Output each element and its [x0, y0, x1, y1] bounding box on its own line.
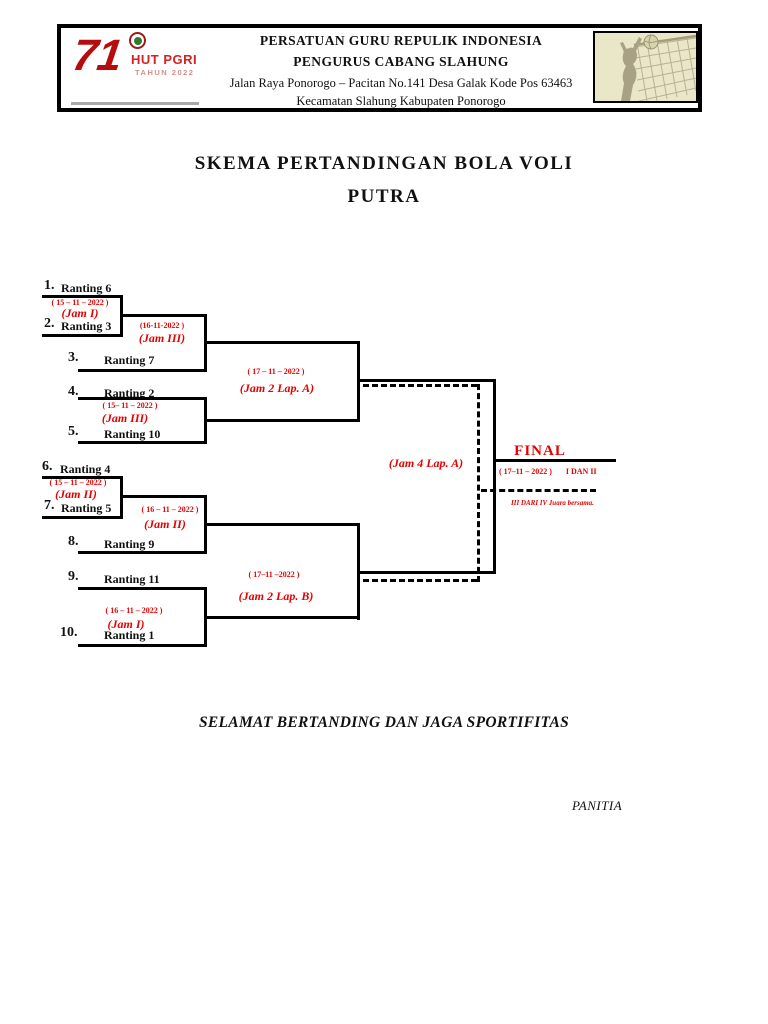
- team-underline: [78, 369, 207, 372]
- bracket-connector: [204, 616, 360, 619]
- match-time: (Jam II): [144, 517, 186, 531]
- signature-label: PANITIA: [572, 798, 623, 813]
- logo-number: 71: [69, 31, 126, 80]
- bracket-connector: [204, 419, 360, 422]
- team-underline: [78, 644, 207, 647]
- final-date: ( 17–11 – 2022 ): [499, 467, 552, 476]
- team-name: Ranting 6: [61, 281, 112, 295]
- bracket-connector: [357, 379, 496, 382]
- logo-title: HUT PGRI: [131, 52, 198, 67]
- team-underline: [78, 587, 207, 590]
- bracket-connector: [120, 314, 207, 317]
- bracket-connector: [357, 571, 496, 574]
- seed-number: 4.: [68, 384, 79, 399]
- page-title-line1: SKEMA PERTANDINGAN BOLA VOLI: [194, 153, 574, 174]
- volleyball-player-illustration: [595, 33, 697, 102]
- seed-number: 3.: [68, 350, 79, 365]
- match-date: ( 16 – 11 – 2022 ): [141, 505, 199, 514]
- match-date: (16-11-2022 ): [139, 321, 185, 330]
- org-name-line1: PERSATUAN GURU REPULIK INDONESIA: [259, 33, 543, 48]
- team-underline: [42, 516, 123, 519]
- match-date: ( 15 – 11 – 2022 ): [51, 298, 109, 307]
- match-date: ( 15 – 11 – 2022 ): [49, 478, 107, 487]
- third-place-dashed-line: [477, 384, 480, 582]
- seed-number: 9.: [68, 569, 79, 584]
- bracket-connector: [204, 341, 360, 344]
- match-time: (Jam 2 Lap. B): [238, 589, 314, 603]
- match-date: ( 15– 11 – 2022 ): [102, 401, 158, 410]
- team-name: Ranting 9: [104, 537, 155, 551]
- team-name: Ranting 5: [61, 501, 112, 515]
- hut-pgri-logo: 71 HUT PGRI TAHUN 2022: [69, 31, 211, 106]
- team-underline: [42, 295, 123, 298]
- closing-message: SELAMAT BERTANDING DAN JAGA SPORTIFITAS: [198, 714, 570, 731]
- org-name-line2: PENGURUS CABANG SLAHUNG: [293, 54, 509, 69]
- team-underline: [78, 551, 207, 554]
- team-name: Ranting 10: [104, 427, 161, 441]
- address-line1: Jalan Raya Ponorogo – Pacitan No.141 Des…: [229, 76, 573, 90]
- seed-number: 2.: [44, 316, 55, 331]
- seed-number: 7.: [44, 498, 55, 513]
- third-place-dashed-line: [363, 579, 477, 582]
- match-date: ( 17–11 –2022 ): [248, 570, 300, 579]
- final-line: [493, 459, 616, 462]
- seed-number: 5.: [68, 424, 79, 439]
- team-underline: [78, 397, 207, 400]
- team-name: Ranting 1: [104, 628, 155, 642]
- third-place-note: III DARI IV Juara bersama.: [511, 499, 594, 507]
- match-time: (Jam 2 Lap. A): [239, 381, 315, 395]
- team-name: Ranting 3: [61, 319, 112, 333]
- team-name: Ranting 2: [104, 386, 155, 400]
- seed-number: 10.: [60, 625, 78, 640]
- match-time: (Jam I): [61, 306, 99, 320]
- address-line2: Kecamatan Slahung Kabupaten Ponorogo: [296, 94, 506, 108]
- team-name: Ranting 11: [104, 572, 160, 586]
- match-time: (Jam II): [55, 487, 97, 501]
- match-time: (Jam III): [138, 331, 186, 345]
- final-title: FINAL: [514, 443, 566, 459]
- page-title-line2: PUTRA: [347, 186, 421, 207]
- logo-subtitle: TAHUN 2022: [135, 68, 195, 77]
- match-date: ( 16 – 11 – 2022 ): [105, 606, 163, 615]
- third-place-dashed-line: [363, 384, 477, 387]
- volleyball-image: [593, 31, 698, 103]
- match-time: (Jam I): [107, 617, 145, 631]
- final-connector: [493, 379, 496, 574]
- match-time: (Jam III): [101, 411, 149, 425]
- team-underline: [78, 441, 207, 444]
- bracket-connector: [120, 495, 207, 498]
- seed-number: 1.: [44, 278, 55, 293]
- team-name: Ranting 4: [60, 462, 111, 476]
- final-places: I DAN II: [565, 467, 597, 476]
- team-underline: [42, 476, 123, 479]
- pgri-emblem-icon: [129, 32, 146, 49]
- letterhead-box: 71 HUT PGRI TAHUN 2022 PERSATUAN GURU RE…: [57, 24, 702, 112]
- bracket-connector: [204, 523, 360, 526]
- final-schedule: ( 17–11 – 2022 ) I DAN II: [499, 461, 597, 479]
- team-name: Ranting 7: [104, 353, 155, 367]
- third-place-dashed-line: [481, 489, 596, 492]
- seed-number: 8.: [68, 534, 79, 549]
- match-date: ( 17 – 11 – 2022 ): [247, 367, 305, 376]
- logo-divider: [71, 102, 199, 105]
- seed-number: 6.: [42, 459, 53, 474]
- final-slot-label: (Jam 4 Lap. A): [388, 456, 464, 470]
- team-underline: [42, 334, 123, 337]
